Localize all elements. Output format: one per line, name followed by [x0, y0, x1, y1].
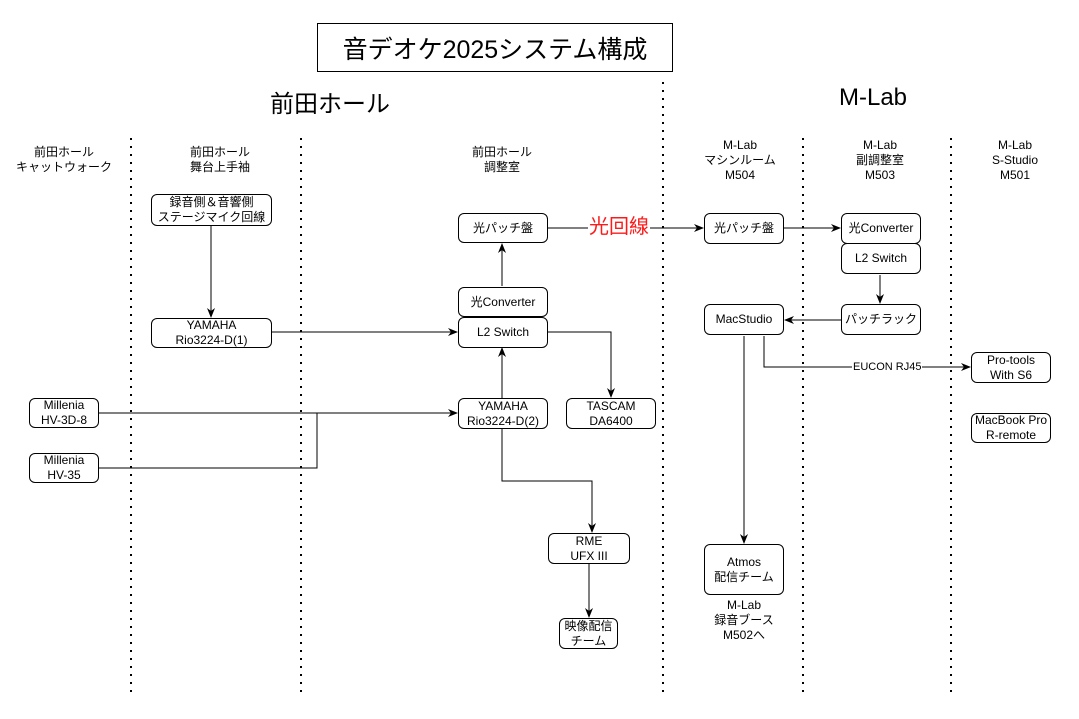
node-l2-switch-m503[interactable]: L2 Switch — [841, 243, 921, 274]
section-title-maeda-hall: 前田ホール — [270, 91, 390, 118]
node-patch-rack[interactable]: パッチラック — [841, 304, 921, 335]
node-yamaha-rio1[interactable]: YAMAHA Rio3224-D(1) — [151, 318, 272, 348]
node-converter-m503[interactable]: 光Converter — [841, 213, 921, 244]
node-video-team[interactable]: 映像配信 チーム — [559, 618, 618, 649]
node-yamaha-rio2[interactable]: YAMAHA Rio3224-D(2) — [458, 398, 548, 429]
node-macbook-pro[interactable]: MacBook Pro R-remote — [971, 413, 1051, 443]
node-rme-ufx3[interactable]: RME UFX III — [548, 533, 630, 564]
node-protools-s6[interactable]: Pro-tools With S6 — [971, 352, 1051, 383]
column-label-stage: 前田ホール 舞台上手袖 — [189, 145, 250, 174]
node-converter-hall[interactable]: 光Converter — [458, 287, 548, 317]
column-label-m501: M-Lab S-Studio M501 — [991, 138, 1039, 182]
node-stage-mic-lines[interactable]: 録音側＆音響側 ステージマイク回線 — [151, 194, 272, 226]
node-fiber-patch-hall[interactable]: 光パッチ盤 — [458, 213, 548, 243]
column-label-m503: M-Lab 副調整室 M503 — [855, 138, 904, 182]
node-atmos-team[interactable]: Atmos 配信チーム — [704, 544, 784, 595]
node-tascam-da6400[interactable]: TASCAM DA6400 — [566, 398, 656, 429]
edge-rio2-rme — [501, 429, 596, 533]
node-fiber-patch-m504[interactable]: 光パッチ盤 — [704, 213, 784, 244]
diagram-title: 音デオケ2025システム構成 — [317, 23, 673, 72]
edge-l2hall-tascam — [548, 331, 615, 398]
node-millenia-hv3d8[interactable]: Millenia HV-3D-8 — [29, 398, 99, 428]
column-label-m504: M-Lab マシンルーム M504 — [704, 138, 776, 182]
node-l2-switch-hall[interactable]: L2 Switch — [458, 317, 548, 348]
node-millenia-hv35[interactable]: Millenia HV-35 — [29, 453, 99, 483]
edge-millenia35-join — [99, 413, 318, 469]
node-macstudio[interactable]: MacStudio — [704, 304, 784, 335]
edge-label-fiber: 光回線 — [588, 216, 650, 238]
column-label-control-room: 前田ホール 調整室 — [471, 145, 532, 174]
note-recording-booth: M-Lab 録音ブース M502へ — [714, 598, 774, 642]
column-label-catwalk: 前田ホール キャットウォーク — [15, 145, 112, 174]
edge-label-eucon: EUCON RJ45 — [852, 361, 923, 373]
section-title-mlab: M-Lab — [838, 84, 908, 111]
